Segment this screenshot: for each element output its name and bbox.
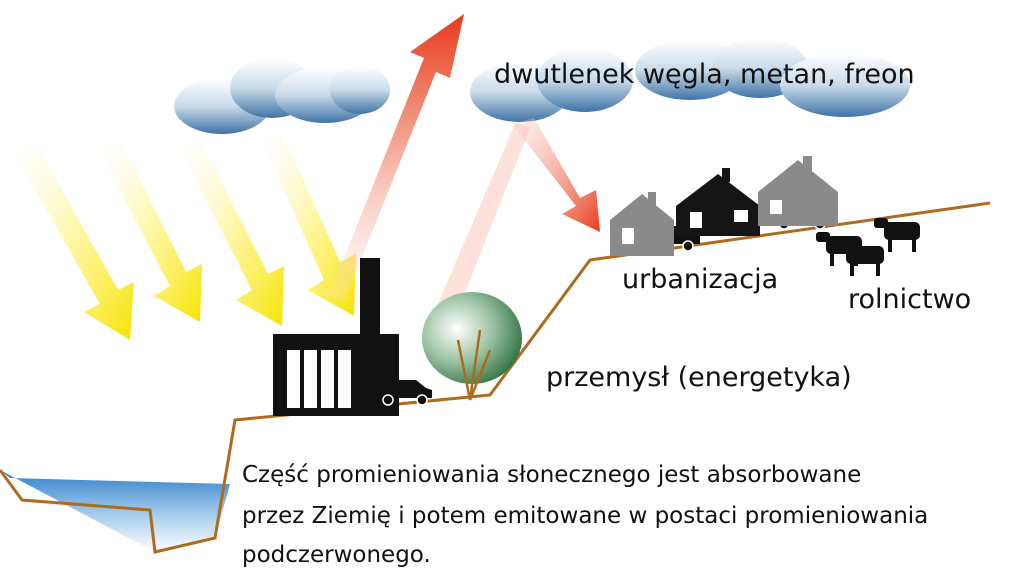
cloud-left xyxy=(174,58,390,134)
caption-line-1: Część promieniowania słonecznego jest ab… xyxy=(242,462,861,488)
heat-arrow-down xyxy=(512,118,600,232)
label-gases: dwutlenek węgla, metan, freon xyxy=(494,59,915,90)
cloud-center xyxy=(470,48,633,122)
heat-arrow-faded xyxy=(430,122,530,330)
cloud-right xyxy=(635,38,910,117)
sun-ray-4 xyxy=(262,132,356,316)
label-agriculture: rolnictwo xyxy=(848,284,971,315)
house-right xyxy=(758,156,838,226)
sun-ray-1 xyxy=(14,140,134,340)
car-icon xyxy=(376,380,432,406)
label-urbanization: urbanizacja xyxy=(622,264,778,295)
caption-line-3: podczerwonego. xyxy=(242,542,431,568)
caption-line-2: przez Ziemię i potem emitowane w postaci… xyxy=(242,503,928,529)
factory xyxy=(273,258,399,416)
sun-ray-2 xyxy=(100,140,202,322)
cow-icon xyxy=(874,218,920,252)
house-center xyxy=(676,168,760,236)
label-industry: przemysł (energetyka) xyxy=(546,362,852,393)
sun-rays xyxy=(14,132,356,340)
house-left xyxy=(610,192,674,256)
heat-arrow-up xyxy=(318,14,464,302)
tree xyxy=(422,292,522,401)
ground-line xyxy=(0,201,991,554)
water-body xyxy=(0,470,230,552)
cow-icon xyxy=(836,242,884,276)
sun-ray-3 xyxy=(180,140,284,326)
